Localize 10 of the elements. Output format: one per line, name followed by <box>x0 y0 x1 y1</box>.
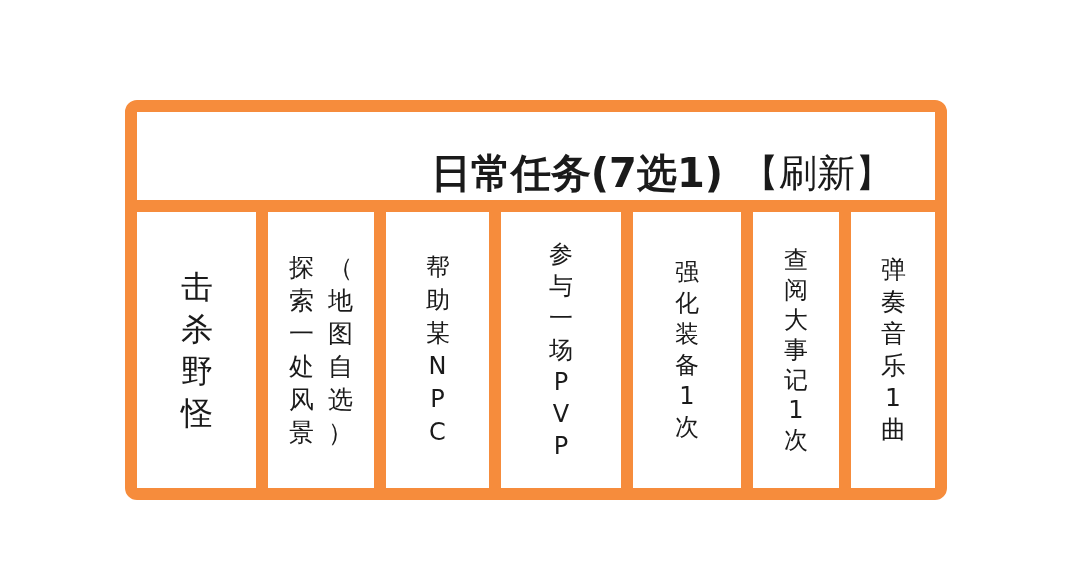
task-label: 查阅大事记1次 <box>783 245 809 455</box>
task-label: 探索一处风景（地图自选） <box>288 252 354 449</box>
task-label: 帮助某NPC <box>424 252 451 448</box>
task-label: 弹奏音乐1曲 <box>879 254 907 446</box>
task-label: 强化装备1次 <box>674 257 700 443</box>
task-label: 参与一场PVP <box>548 239 574 462</box>
task-table <box>125 100 947 500</box>
refresh-label: 【刷新】 <box>741 152 893 196</box>
table-title: 日常任务(7选1) <box>430 150 723 196</box>
task-label: 击杀野怪 <box>179 267 214 434</box>
